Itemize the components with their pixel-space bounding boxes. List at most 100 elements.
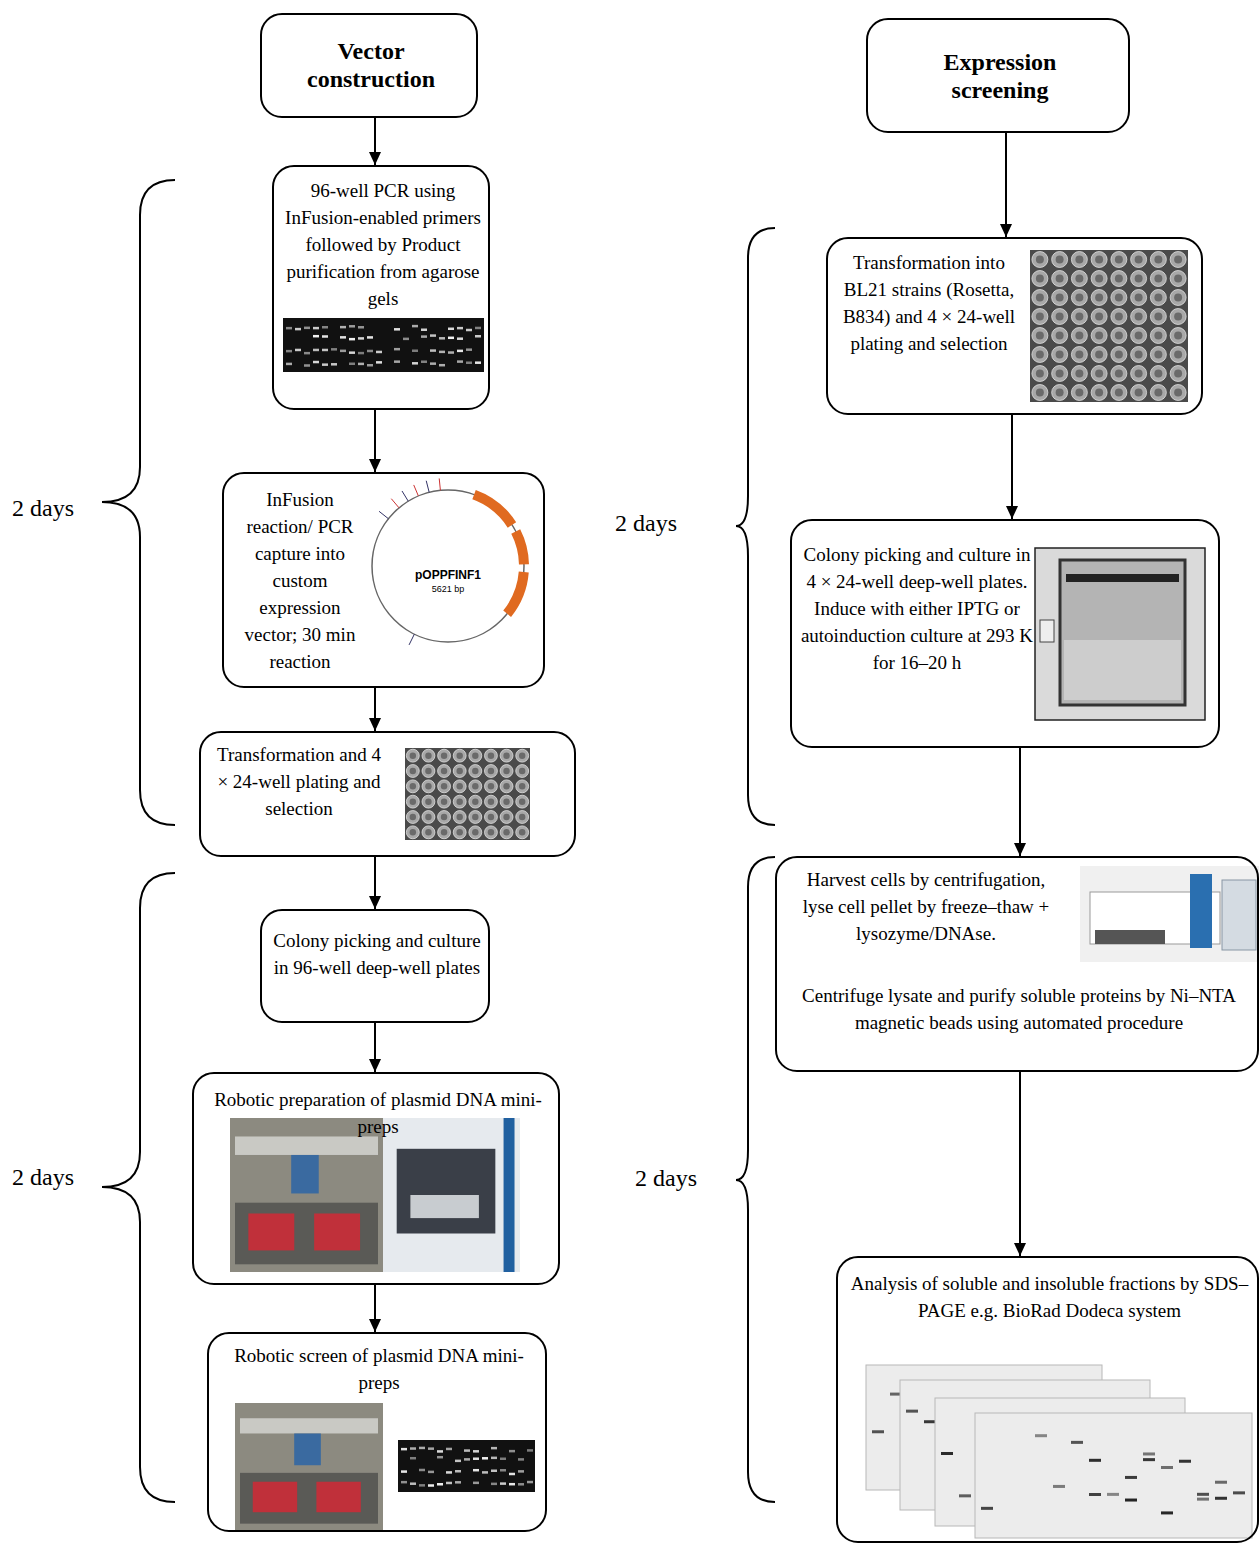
plate-well-centre (425, 814, 431, 820)
gel-band (466, 361, 472, 364)
plate-well (469, 780, 482, 793)
gel-band (331, 348, 337, 351)
gel-band (464, 1449, 470, 1452)
plate-well-centre (1174, 332, 1182, 340)
flow-arrow (374, 118, 376, 165)
gel-band (304, 352, 310, 355)
plate-well-centre (1154, 294, 1162, 302)
step-text: Colony picking and culture in 96-well de… (270, 927, 484, 981)
plate-well (469, 765, 482, 778)
heading-box: Vector construction (260, 13, 478, 118)
gel-band (473, 1469, 479, 1472)
plasmid-map (372, 478, 529, 644)
plate-well (1170, 328, 1186, 344)
gel-band (367, 336, 373, 339)
plate-well-centre (519, 768, 525, 774)
plate-well-centre (1036, 389, 1044, 397)
plate-well (1131, 271, 1147, 287)
plate-well (422, 749, 435, 762)
plate-well-centre (1135, 275, 1143, 283)
plate-well (516, 765, 529, 778)
plate-well (1170, 385, 1186, 401)
robot-photo (1080, 866, 1259, 962)
heading-box: Expression screening (866, 18, 1130, 133)
plate-well-centre (456, 798, 462, 804)
plate-well-centre (441, 783, 447, 789)
gel-band (959, 1494, 971, 1497)
plate-well (1150, 309, 1166, 325)
plate-well-centre (1036, 332, 1044, 340)
plate-well (1052, 271, 1068, 287)
plate-well-centre (1135, 256, 1143, 264)
gel-band (313, 335, 319, 338)
plate-well-centre (1095, 332, 1103, 340)
plate-well-centre (1135, 332, 1143, 340)
gel-band (446, 1471, 452, 1474)
plate-well (1170, 309, 1186, 325)
gel-band (1161, 1466, 1173, 1469)
plate-well (1131, 366, 1147, 382)
robot-panel (1190, 874, 1212, 948)
red-tray (253, 1482, 297, 1512)
plate-well (1052, 309, 1068, 325)
duration-label: 2 days (635, 1164, 697, 1192)
plate-well (1150, 366, 1166, 382)
gel-band (428, 1484, 434, 1487)
plate-well (1111, 290, 1127, 306)
plate-well (1091, 271, 1107, 287)
plate-well (1052, 366, 1068, 382)
plate-well-centre (456, 752, 462, 758)
gel-band (358, 326, 364, 329)
gel-band (340, 336, 346, 339)
plate-well (1170, 290, 1186, 306)
gel-band (331, 363, 337, 366)
robot-unit (1222, 880, 1256, 950)
process-box: Colony picking and culture in 4 × 24-wel… (790, 519, 1220, 748)
photo-background (230, 1118, 383, 1272)
step-text: Robotic screen of plasmid DNA mini-preps (219, 1342, 539, 1396)
plate-well (1111, 309, 1127, 325)
plate-well (1131, 290, 1147, 306)
plate-well-centre (1056, 332, 1064, 340)
plate-well (1091, 252, 1107, 268)
plate-well (500, 780, 513, 793)
step-text: InFusion reaction/ PCR capture into cust… (232, 486, 368, 675)
gel-band (394, 328, 400, 331)
gel-band (448, 351, 454, 354)
gel-background (283, 318, 484, 372)
gel-band (428, 1447, 434, 1450)
gel-band (475, 335, 481, 338)
plate-well (500, 826, 513, 839)
gel-image (283, 318, 484, 372)
flow-arrow (374, 1285, 376, 1332)
plate-well (1032, 385, 1048, 401)
plate-well-centre (425, 829, 431, 835)
gene-arrow (472, 490, 516, 528)
plate-well (1131, 252, 1147, 268)
gel-band (295, 349, 301, 352)
gel-band (1197, 1498, 1209, 1501)
plate-well (1150, 328, 1166, 344)
plate-well-centre (441, 814, 447, 820)
gel-band (473, 1457, 479, 1460)
plate-well (1150, 385, 1166, 401)
step-text: Centrifuge lysate and purify soluble pro… (785, 982, 1253, 1036)
plate-well (453, 795, 466, 808)
instrument-stripe (504, 1118, 515, 1272)
plate-well (438, 826, 451, 839)
gel-band (394, 360, 400, 363)
robot-photo (230, 1118, 383, 1272)
plate-well-centre (1174, 275, 1182, 283)
gel-sheet (975, 1413, 1252, 1538)
gel-band (466, 348, 472, 351)
plate-well (1052, 328, 1068, 344)
plate-well-centre (1095, 351, 1103, 359)
process-box: Robotic screen of plasmid DNA mini-preps (207, 1332, 547, 1532)
plate-well (438, 749, 451, 762)
plate-well-centre (1154, 313, 1162, 321)
gel-band (349, 363, 355, 366)
plate-well (1032, 366, 1048, 382)
plate-well (1150, 271, 1166, 287)
plate-well-centre (1056, 256, 1064, 264)
plate-well-centre (503, 814, 509, 820)
